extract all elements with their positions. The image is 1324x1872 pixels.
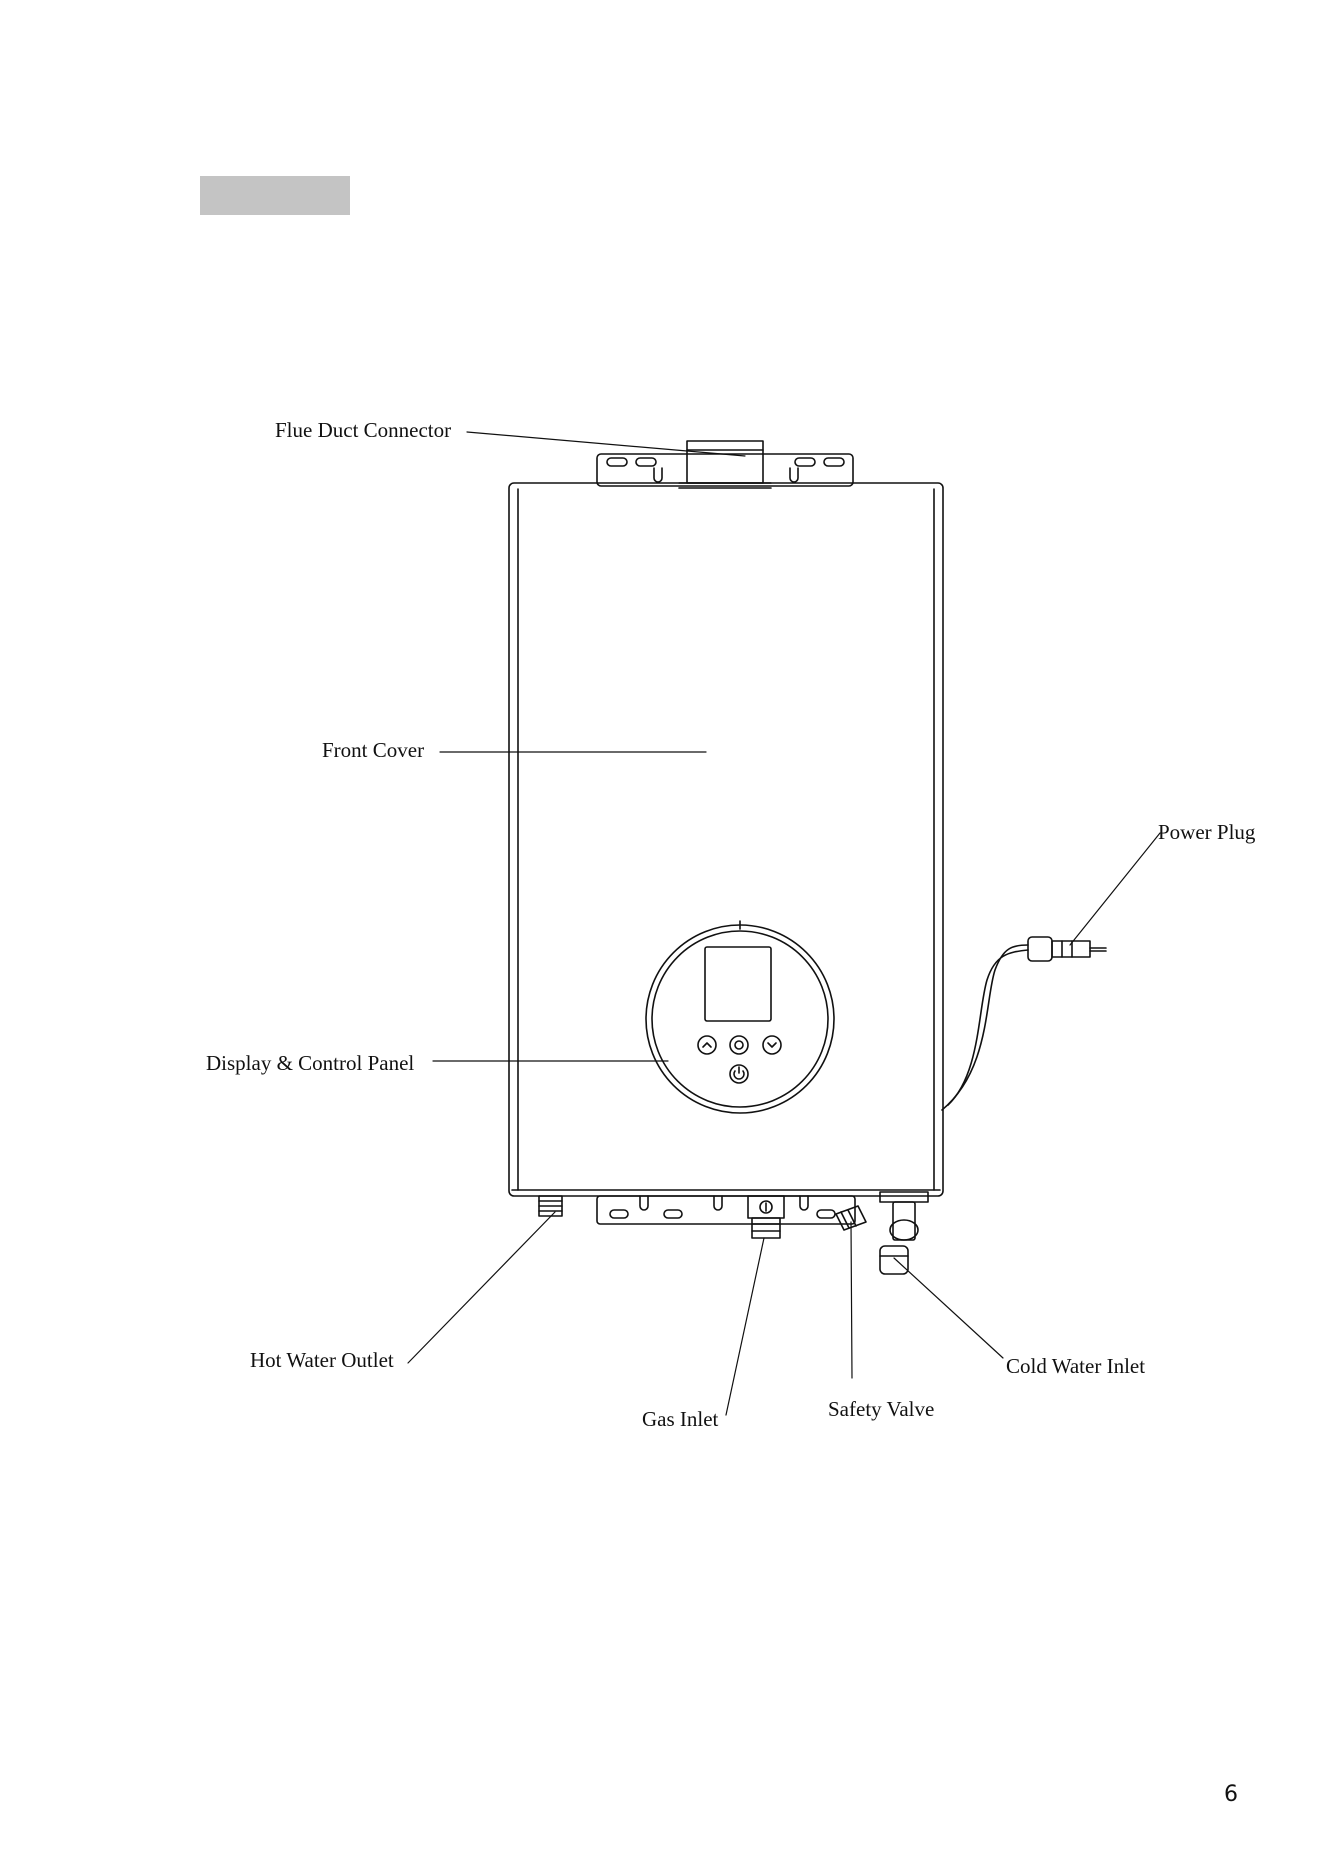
label-display-control-panel: Display & Control Panel xyxy=(206,1053,414,1074)
label-hot-water-outlet: Hot Water Outlet xyxy=(250,1350,394,1371)
page-number: 6 xyxy=(1224,1782,1238,1807)
power-cord xyxy=(942,937,1106,1110)
label-flue-duct-connector: Flue Duct Connector xyxy=(275,420,451,441)
label-safety-valve: Safety Valve xyxy=(828,1399,934,1420)
front-cover-body xyxy=(509,483,943,1196)
bottom-mounting-bracket xyxy=(597,1196,855,1224)
label-power-plug: Power Plug xyxy=(1158,822,1255,843)
flue-duct-connector-part xyxy=(679,441,771,488)
cold-water-inlet-fitting xyxy=(836,1192,928,1274)
label-front-cover: Front Cover xyxy=(322,740,424,761)
gas-inlet-fitting xyxy=(748,1196,784,1238)
label-gas-inlet: Gas Inlet xyxy=(642,1409,718,1430)
leader-lines xyxy=(408,432,1160,1415)
label-cold-water-inlet: Cold Water Inlet xyxy=(1006,1356,1145,1377)
control-panel xyxy=(646,921,834,1113)
hot-water-outlet-fitting xyxy=(539,1196,562,1216)
top-mounting-bracket xyxy=(597,454,853,486)
